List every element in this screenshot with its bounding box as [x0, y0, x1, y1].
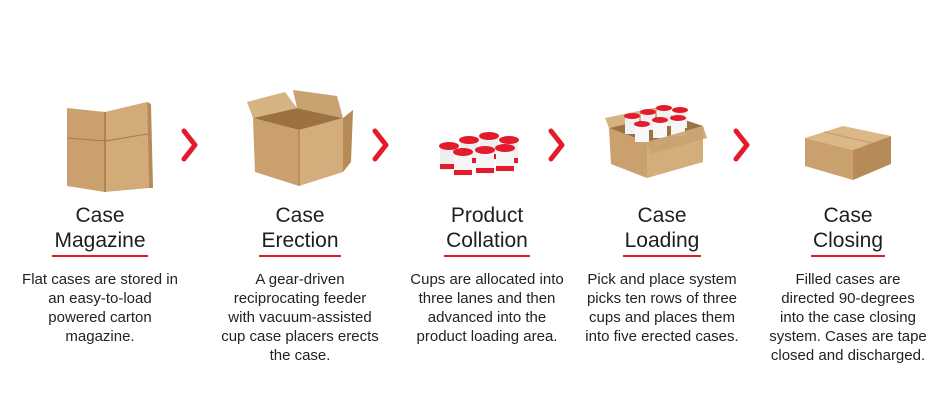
step-description: Filled cases are directed 90-degrees int… — [769, 271, 927, 364]
closed-carton-icon — [773, 80, 923, 195]
step-title-line2: Loading — [622, 228, 702, 257]
flat-carton-stack-icon — [25, 80, 175, 195]
step-case-magazine: Case Magazine Flat cases are stored in a… — [22, 0, 178, 411]
step-case-erection: Case Erection A gear-driven reciprocatin… — [221, 0, 379, 411]
step-description: A gear-driven reciprocating feeder with … — [221, 271, 379, 364]
cup-cluster-icon — [412, 80, 562, 195]
step-title-line1: Case — [637, 204, 687, 227]
chevron-right-icon — [547, 128, 567, 162]
step-case-loading: Case Loading Pick and place system picks… — [585, 0, 739, 411]
step-title-line1: Case — [275, 204, 325, 227]
step-case-closing: Case Closing Filled cases are directed 9… — [769, 0, 927, 411]
step-product-collation: Product Collation Cups are allocated int… — [410, 0, 564, 411]
step-description: Cups are allocated into three lanes and … — [410, 271, 564, 345]
step-title-line1: Case — [75, 204, 125, 227]
step-title-line1: Product — [450, 204, 524, 227]
open-carton-icon — [225, 80, 375, 195]
chevron-right-icon — [180, 128, 200, 162]
step-description: Flat cases are stored in an easy-to-load… — [22, 271, 178, 345]
chevron-right-icon — [732, 128, 752, 162]
step-title: Case Erection — [225, 203, 375, 257]
step-title: Product Collation — [412, 203, 562, 257]
loaded-carton-icon — [587, 80, 737, 195]
step-title: Case Loading — [587, 203, 737, 257]
step-title: Case Closing — [773, 203, 923, 257]
step-title-line2: Erection — [259, 228, 341, 257]
chevron-right-icon — [371, 128, 391, 162]
step-title-line2: Magazine — [52, 228, 148, 257]
step-title-line2: Collation — [444, 228, 530, 257]
step-title-line1: Case — [823, 204, 873, 227]
step-description: Pick and place system picks ten rows of … — [585, 271, 739, 345]
step-title: Case Magazine — [25, 203, 175, 257]
step-title-line2: Closing — [810, 228, 886, 257]
